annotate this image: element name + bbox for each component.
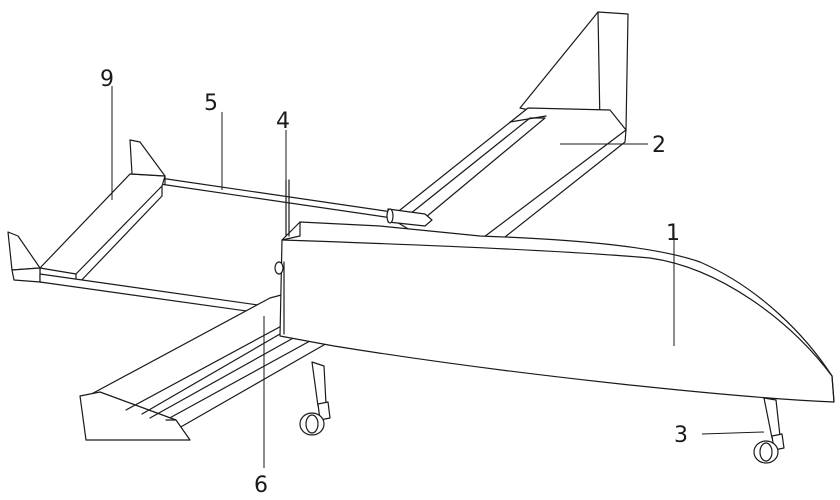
label-9: 9	[100, 67, 114, 92]
fuselage	[274, 221, 835, 403]
leader-lines	[111, 86, 765, 468]
upper-tail-boom	[159, 177, 433, 227]
label-5: 5	[204, 91, 218, 116]
label-4: 4	[276, 109, 290, 134]
horizontal-tail	[7, 139, 166, 287]
label-6: 6	[254, 473, 268, 498]
mast	[285, 179, 290, 237]
label-2: 2	[652, 133, 666, 158]
label-3: 3	[674, 423, 688, 448]
label-1: 1	[666, 221, 680, 246]
rear-landing-gear	[299, 361, 331, 436]
reference-numerals: 1 2 3 4 5 6 9	[100, 67, 688, 498]
front-landing-gear	[753, 397, 785, 464]
